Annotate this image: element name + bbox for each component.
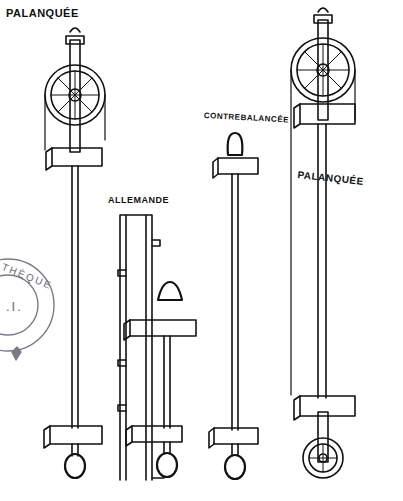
part-title: ALLEMANDE xyxy=(108,196,169,205)
pulley-block-right xyxy=(291,8,355,478)
pulley-block-left xyxy=(44,28,105,478)
part-title: PALANQUÉE xyxy=(297,170,364,187)
library-stamp xyxy=(0,259,54,360)
stamp-text: .I. xyxy=(6,300,23,313)
counterweight-rod xyxy=(209,133,258,479)
allemande-frame xyxy=(118,215,196,480)
part-title: PALANQUÉE xyxy=(6,8,79,19)
part-title: CONTREBALANCÉE xyxy=(204,112,290,124)
stamp-text: THÈQUE xyxy=(0,262,54,291)
